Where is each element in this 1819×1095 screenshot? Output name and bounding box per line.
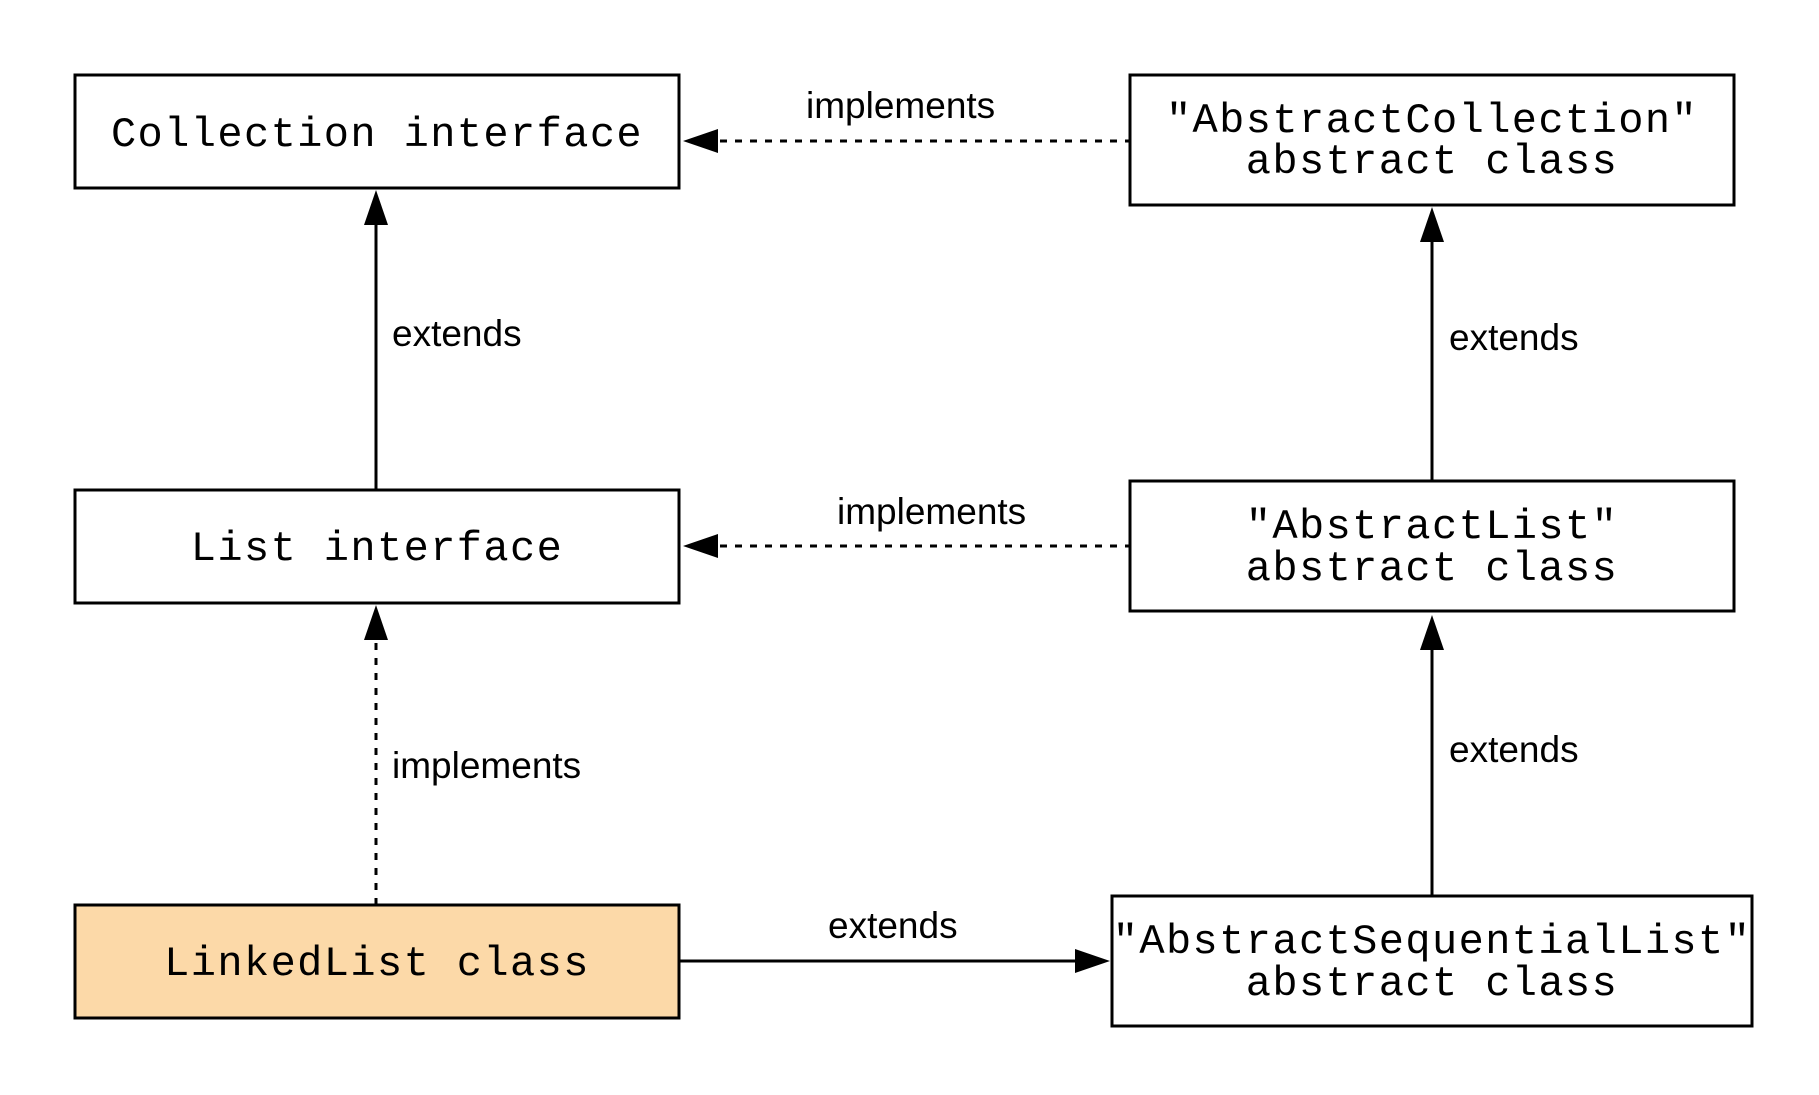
node-label-line-1: "AbstractSequentialList" [1113,918,1752,966]
edge-label-implements-1: implements [806,85,995,126]
node-list-interface[interactable]: List interface [73,488,681,605]
edge-abstract-collection-implements-collection [683,129,1132,153]
edge-label-implements-2: implements [837,491,1026,532]
arrowhead-icon [364,190,388,225]
edge-label-extends-4: extends [828,905,958,946]
edge-abstract-list-extends-abstract-collection [1420,207,1444,480]
arrowhead-icon [1420,207,1444,242]
arrowhead-icon [364,605,388,640]
edge-label-implements-3: implements [392,745,581,786]
edge-linked-list-extends-abstract-sequential-list [680,949,1110,973]
node-label: List interface [191,525,563,573]
edge-label-extends-1: extends [392,313,522,354]
edge-linked-list-implements-list [364,605,388,905]
arrowhead-icon [683,129,718,153]
node-abstract-list[interactable]: "AbstractList" abstract class [1128,479,1736,613]
node-label-line-2: abstract class [1246,960,1618,1008]
node-label-line-2: abstract class [1246,138,1618,186]
arrowhead-icon [683,534,718,558]
edge-abstract-sequential-list-extends-abstract-list [1420,615,1444,895]
node-abstract-sequential-list[interactable]: "AbstractSequentialList" abstract class [1110,894,1754,1028]
node-label-line-1: "AbstractCollection" [1166,97,1698,145]
edge-list-extends-collection [364,190,388,490]
node-label: LinkedList class [164,940,590,988]
arrowhead-icon [1075,949,1110,973]
arrowhead-icon [1420,615,1444,650]
node-abstract-collection[interactable]: "AbstractCollection" abstract class [1128,73,1736,207]
edge-abstract-list-implements-list [683,534,1132,558]
node-label-line-1: "AbstractList" [1246,503,1618,551]
node-label-line-2: abstract class [1246,545,1618,593]
node-collection-interface[interactable]: Collection interface [73,73,681,190]
node-label: Collection interface [111,111,643,159]
edge-label-extends-2: extends [1449,317,1579,358]
node-linked-list-class[interactable]: LinkedList class [73,903,681,1020]
edge-label-extends-3: extends [1449,729,1579,770]
